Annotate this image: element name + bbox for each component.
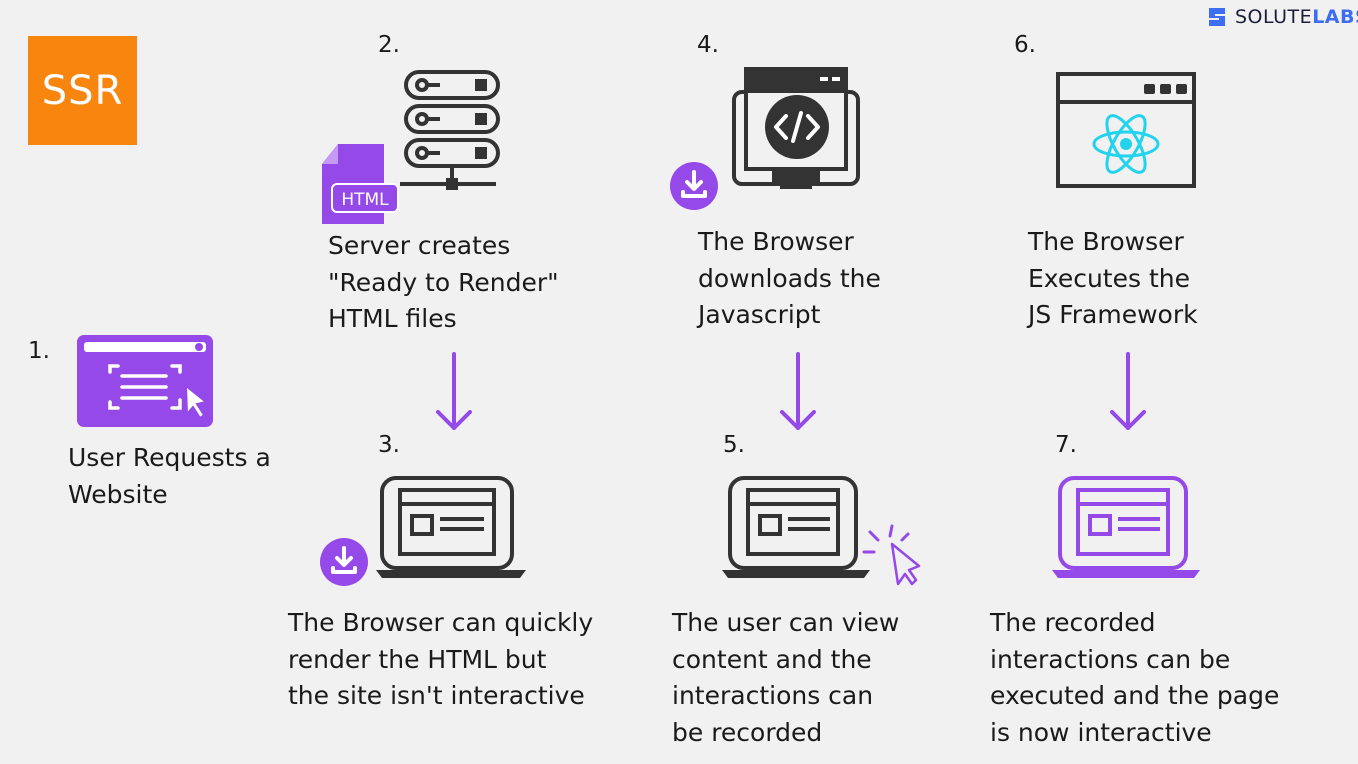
caption-line: interactions can: [672, 681, 874, 710]
step-5-number: 5.: [723, 432, 745, 458]
laptop-icon: [1052, 476, 1200, 578]
caption-line: The Browser: [698, 227, 854, 256]
html-file-label: HTML: [341, 190, 389, 210]
laptop-icon: [722, 476, 921, 586]
caption-line: Website: [68, 479, 168, 509]
caption-line: User Requests a: [68, 443, 271, 472]
step-4-number: 4.: [697, 32, 719, 58]
browser-select-cursor-icon: [77, 335, 213, 427]
caption-line: Executes the: [1028, 263, 1190, 293]
caption-line: the site isn't interactive: [288, 681, 585, 710]
step-2-caption: Server creates "Ready to Render" HTML fi…: [328, 228, 559, 338]
caption-line: downloads the: [698, 263, 881, 293]
solutelabs-logo-icon: [1209, 8, 1225, 26]
arrow-down-icon: [780, 352, 816, 430]
caption-line: Server creates: [328, 231, 511, 260]
caption-line: content and the: [672, 644, 872, 674]
caption-line: executed and the page: [990, 681, 1280, 710]
step-7-number: 7.: [1055, 432, 1077, 458]
caption-line: HTML files: [328, 304, 457, 333]
caption-line: is now interactive: [990, 717, 1212, 747]
caption-line: The Browser can quickly: [288, 608, 594, 637]
step-7-caption: The recorded interactions can be execute…: [990, 605, 1279, 751]
arrow-down-icon: [1110, 352, 1146, 430]
step-1-caption: User Requests a Website: [68, 440, 271, 513]
caption-line: Javascript: [698, 300, 821, 329]
step-3-number: 3.: [378, 432, 400, 458]
caption-line: JS Framework: [1028, 300, 1198, 329]
caption-line: The user can view: [672, 608, 900, 637]
ssr-badge-label: SSR: [41, 67, 124, 114]
laptop-icon: [320, 476, 526, 586]
react-logo-icon: [1092, 114, 1160, 174]
caption-line: "Ready to Render": [328, 267, 559, 297]
step-4-caption: The Browser downloads the Javascript: [698, 224, 881, 334]
step-6-number: 6.: [1014, 32, 1036, 58]
caption-line: be recorded: [672, 717, 823, 747]
caption-line: render the HTML but: [288, 644, 547, 674]
caption-line: interactions can be: [990, 644, 1231, 674]
step-1-number: 1.: [28, 338, 50, 364]
step-2-number: 2.: [378, 32, 400, 58]
code-monitor-icon: [670, 67, 860, 210]
step-6-caption: The Browser Executes the JS Framework: [1028, 224, 1198, 334]
step-3-caption: The Browser can quickly render the HTML …: [288, 605, 593, 715]
step-5-caption: The user can view content and the intera…: [672, 605, 899, 751]
arrow-down-icon: [436, 352, 472, 430]
caption-line: The Browser: [1028, 227, 1184, 256]
server-stack-icon: HTML: [322, 70, 500, 224]
react-window-icon: [1056, 72, 1196, 188]
ssr-badge: SSR: [28, 36, 137, 145]
caption-line: The recorded: [990, 608, 1156, 637]
